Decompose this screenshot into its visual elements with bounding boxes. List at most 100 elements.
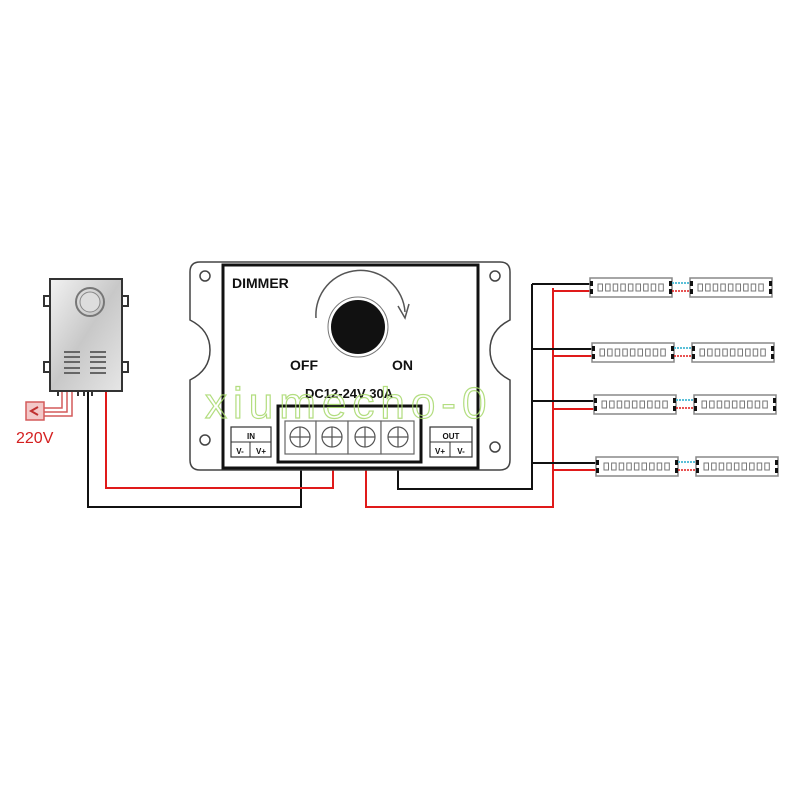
led-chip [712, 283, 719, 292]
led-strips [589, 277, 779, 477]
led-chip [697, 283, 703, 292]
terminal-screws [289, 426, 409, 448]
dimmer-unit: DIMMER OFF ON DC12-24V 30A IN V- V+ [189, 261, 511, 471]
led-chip [654, 400, 661, 409]
led-chip [603, 462, 609, 471]
led-chip [635, 283, 641, 292]
led-chip [629, 348, 636, 357]
led-chip [605, 283, 611, 292]
led-chip [601, 400, 607, 409]
rotation-arrow-icon [315, 269, 406, 319]
led-chip [724, 400, 730, 409]
led-chip [647, 400, 653, 409]
led-chip [711, 462, 717, 471]
svg-text:OUT: OUT [443, 432, 460, 441]
led-strip-segment [691, 342, 775, 363]
led-chip [764, 462, 770, 471]
dimmer-title: DIMMER [232, 275, 289, 291]
led-chip [737, 348, 743, 357]
led-chip [639, 400, 645, 409]
led-strip-segment [593, 394, 677, 415]
led-chip [701, 400, 707, 409]
led-chip [662, 400, 668, 409]
led-chip [709, 400, 715, 409]
led-chip [747, 400, 753, 409]
led-chip [735, 283, 741, 292]
led-chip [739, 400, 745, 409]
led-chip [707, 348, 713, 357]
svg-text:V-: V- [236, 447, 244, 456]
rating-label: DC12-24V 30A [305, 386, 394, 401]
led-chip [626, 462, 632, 471]
svg-text:IN: IN [247, 432, 255, 441]
led-chip [722, 348, 728, 357]
led-chip [720, 283, 726, 292]
svg-text:V+: V+ [256, 447, 266, 456]
out-terminal-label: OUT V+ V- [429, 426, 473, 458]
watermark: xiumecho-0 [205, 379, 492, 428]
svg-text:V+: V+ [435, 447, 445, 456]
led-chip [743, 283, 749, 292]
led-chip [699, 348, 705, 357]
led-strip-segment [591, 342, 675, 363]
led-chip [741, 462, 747, 471]
power-supply: 220V [16, 278, 129, 447]
led-chip [714, 348, 721, 357]
svg-text:V-: V- [457, 447, 465, 456]
led-chip [641, 462, 647, 471]
led-strip-segment [695, 456, 779, 477]
led-chip [637, 348, 643, 357]
led-chip [599, 348, 605, 357]
led-chip [660, 348, 666, 357]
led-chip [609, 400, 615, 409]
led-chip [729, 348, 736, 357]
led-chip [716, 400, 723, 409]
led-strip-row [593, 394, 777, 415]
led-strip-segment [693, 394, 777, 415]
led-chip [703, 462, 709, 471]
led-chip [643, 283, 649, 292]
led-chip [726, 462, 732, 471]
led-strip-segment [589, 277, 673, 298]
led-chip [652, 348, 659, 357]
off-label: OFF [290, 357, 318, 373]
led-chip [597, 283, 603, 292]
led-chip [614, 348, 621, 357]
ac-plug-icon [25, 401, 45, 421]
led-chip [754, 400, 761, 409]
led-strip-segment [689, 277, 773, 298]
led-chip [752, 348, 759, 357]
led-chip [658, 283, 664, 292]
led-chip [718, 462, 725, 471]
on-label: ON [392, 357, 413, 373]
led-chip [664, 462, 670, 471]
dimmer-knob[interactable] [331, 300, 385, 354]
led-chip [731, 400, 738, 409]
led-chip [760, 348, 766, 357]
led-strip-row [591, 342, 775, 363]
led-chip [756, 462, 763, 471]
led-chip [624, 400, 630, 409]
led-chip [749, 462, 755, 471]
wires [87, 283, 596, 508]
led-chip [645, 348, 651, 357]
led-chip [612, 283, 619, 292]
led-chip [650, 283, 657, 292]
led-chip [750, 283, 757, 292]
led-chip [656, 462, 663, 471]
led-chip [607, 348, 613, 357]
led-strip-segment [595, 456, 679, 477]
led-chip [727, 283, 734, 292]
in-terminal-label: IN V- V+ [230, 426, 272, 458]
led-chip [633, 462, 640, 471]
led-chip [745, 348, 751, 357]
led-chip [631, 400, 638, 409]
led-chip [758, 283, 764, 292]
led-chip [627, 283, 634, 292]
led-chip [620, 283, 626, 292]
led-chip [618, 462, 625, 471]
led-chip [622, 348, 628, 357]
led-chip [733, 462, 740, 471]
